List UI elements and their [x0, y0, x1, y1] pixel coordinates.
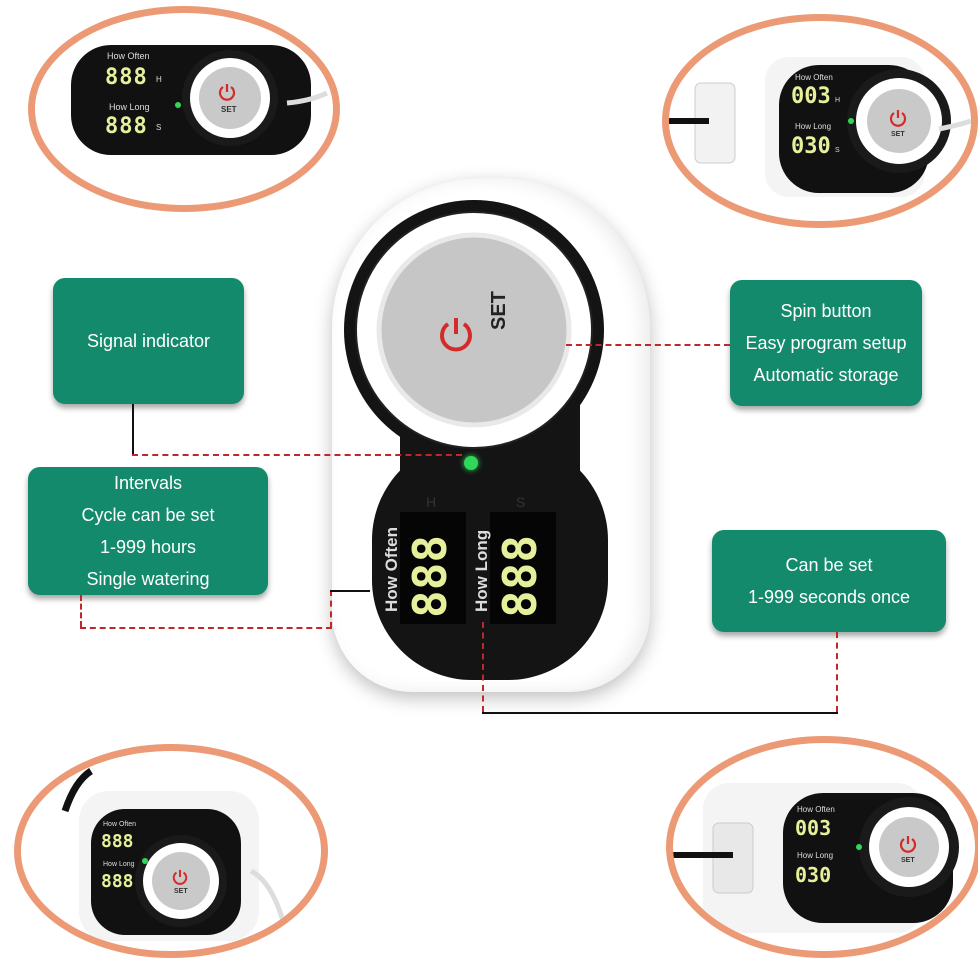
inset-bottom-left-how-long: How Long — [103, 861, 135, 868]
inset-top-right-how-often: How Often — [795, 73, 833, 82]
leader-intervals-rise — [330, 590, 332, 628]
callout-seconds: Can be set 1-999 seconds once — [712, 530, 946, 632]
set-label: SET — [488, 291, 510, 330]
callout-signal-indicator: Signal indicator — [53, 278, 244, 404]
inset-top-left: How Often 888 H How Long 888 S SET — [28, 6, 340, 212]
how-long-digits: 888 — [493, 534, 547, 618]
leader-spin-horizontal — [566, 344, 730, 346]
callout-intervals-line-3: 1-999 hours — [99, 537, 197, 557]
power-icon — [438, 316, 474, 352]
inset-bottom-left-digits-often: 888 — [101, 831, 134, 852]
inset-bottom-left: How Often 888 How Long 888 SET — [14, 744, 328, 958]
inset-top-right-digits-often: 003 — [791, 84, 831, 109]
inset-top-left-how-long: How Long — [109, 102, 150, 112]
leader-signal-horizontal — [132, 454, 462, 456]
inset-top-left-digits-often: 888 — [105, 65, 148, 90]
inset-top-left-how-often: How Often — [107, 51, 150, 61]
leader-intervals-top — [330, 590, 370, 592]
callout-signal-line-1: Signal indicator — [86, 331, 211, 351]
seconds-unit-label: S — [516, 494, 526, 510]
leader-seconds-horizontal — [482, 712, 838, 714]
inset-bottom-right-device — [673, 783, 959, 933]
inset-bottom-right-how-long: How Long — [797, 851, 834, 860]
callout-intervals: Intervals Cycle can be set 1-999 hours S… — [28, 467, 268, 595]
inset-top-right-device — [669, 57, 971, 197]
callout-spin-line-2: Easy program setup — [745, 333, 907, 353]
inset-top-left-power-icon — [218, 83, 236, 101]
leader-intervals-horizontal — [80, 627, 332, 629]
callout-spin-line-1: Spin button — [780, 301, 872, 321]
callout-intervals-line-4: Single watering — [86, 569, 210, 589]
inset-bottom-right-set-label: SET — [901, 857, 915, 864]
inset-bottom-left-digits-long: 888 — [101, 871, 134, 892]
callout-intervals-line-1: Intervals — [113, 473, 183, 493]
callout-spin-line-3: Automatic storage — [753, 365, 899, 385]
leader-signal-vertical — [132, 404, 134, 454]
leader-seconds-rise — [482, 622, 484, 712]
inset-top-left-set-label: SET — [221, 105, 237, 114]
inset-top-right-power-icon — [889, 109, 907, 127]
inset-top-right: How Often 003 H How Long 030 S SET — [662, 14, 978, 228]
inset-top-right-digits-long: 030 — [791, 134, 831, 159]
leader-intervals-vertical — [80, 595, 82, 627]
inset-top-left-unit-h: H — [156, 75, 162, 84]
callout-seconds-line-2: 1-999 seconds once — [747, 587, 911, 607]
inset-top-left-unit-s: S — [156, 123, 162, 132]
how-often-label: How Often — [382, 527, 401, 612]
inset-top-right-unit-h: H — [835, 97, 841, 104]
how-long-label: How Long — [472, 529, 491, 612]
signal-led-indicator — [464, 456, 478, 470]
inset-top-right-unit-s: S — [835, 147, 840, 154]
inset-bottom-left-device — [61, 768, 286, 941]
inset-top-right-how-long: How Long — [795, 122, 832, 131]
how-often-digits: 888 — [403, 534, 457, 618]
inset-bottom-right-digits-often: 003 — [795, 816, 832, 840]
inset-top-right-set-label: SET — [891, 131, 905, 138]
callout-intervals-line-2: Cycle can be set — [81, 505, 215, 525]
inset-bottom-left-power-icon — [172, 869, 188, 885]
leader-seconds-vertical — [836, 632, 838, 712]
callout-seconds-line-1: Can be set — [785, 555, 873, 575]
inset-bottom-left-how-often: How Often — [103, 821, 137, 828]
inset-top-left-device — [71, 45, 329, 155]
hours-unit-label: H — [426, 494, 437, 510]
inset-bottom-left-set-label: SET — [174, 888, 188, 895]
inset-bottom-right-power-icon — [899, 835, 917, 853]
inset-top-left-digits-long: 888 — [105, 114, 148, 139]
inset-bottom-right: How Often 003 How Long 030 SET — [666, 736, 978, 958]
callout-spin-button: Spin button Easy program setup Automatic… — [730, 280, 922, 406]
inset-bottom-right-digits-long: 030 — [795, 863, 832, 887]
inset-bottom-right-how-often: How Often — [797, 805, 835, 814]
spin-set-button[interactable] — [379, 235, 569, 425]
